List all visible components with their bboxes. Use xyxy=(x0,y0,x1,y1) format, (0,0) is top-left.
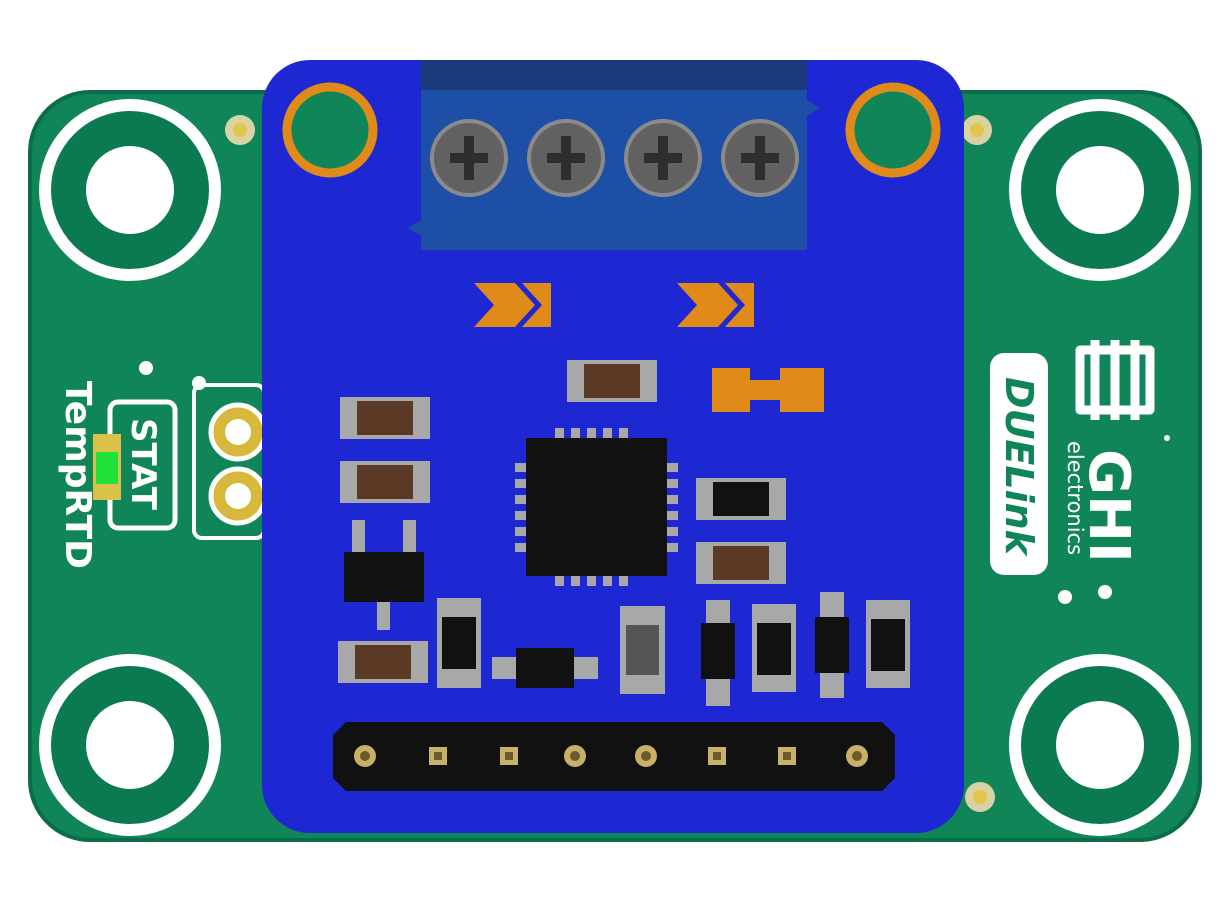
mounting-hole-bottom-right xyxy=(1009,654,1191,836)
silk-dot xyxy=(139,361,153,375)
main-ic-chip xyxy=(515,428,678,586)
screw-terminal xyxy=(430,119,508,197)
ghi-logo-icon xyxy=(1075,340,1155,420)
pin-header-8 xyxy=(333,722,895,791)
capacitor xyxy=(701,600,735,706)
via-top-left xyxy=(225,115,255,145)
solder-jumper-pads xyxy=(712,368,824,412)
screw-terminal xyxy=(624,119,702,197)
jumper-pad xyxy=(474,283,551,327)
silk-dot xyxy=(1098,585,1112,599)
header-pin xyxy=(635,745,657,767)
capacitor xyxy=(437,598,481,688)
header-pin xyxy=(708,747,726,765)
model-label: TempRTD xyxy=(57,381,98,570)
ghi-logo-subtext: electronics xyxy=(1063,440,1087,556)
mounting-hole-top-right xyxy=(1009,99,1191,281)
silk-dot xyxy=(1058,590,1072,604)
via-top-right xyxy=(962,115,992,145)
resistor xyxy=(338,641,428,683)
capacitor xyxy=(866,600,910,688)
mounting-hole-top-left xyxy=(39,99,221,281)
header-pin xyxy=(354,745,376,767)
screw-terminal xyxy=(527,119,605,197)
side-header-pin xyxy=(208,402,268,462)
jumper-pad xyxy=(677,283,754,327)
status-led xyxy=(93,434,121,500)
capacitor xyxy=(752,604,796,692)
header-pin xyxy=(846,745,868,767)
resistor xyxy=(696,542,786,584)
transistor xyxy=(344,520,424,630)
resistor xyxy=(340,397,430,439)
header-pin xyxy=(778,747,796,765)
header-pin xyxy=(564,745,586,767)
ghi-logo-word: GHI xyxy=(1076,449,1141,563)
inductor xyxy=(620,606,665,694)
header-pin xyxy=(500,747,518,765)
resistor xyxy=(696,478,786,520)
resistor xyxy=(340,461,430,503)
resistor xyxy=(567,360,657,402)
diode xyxy=(492,648,598,688)
module-mount-left xyxy=(282,82,378,178)
capacitor xyxy=(815,592,849,698)
screw-terminal xyxy=(721,119,799,197)
module-mount-right xyxy=(845,82,941,178)
side-header-pin xyxy=(208,466,268,526)
duelink-brand-plate xyxy=(990,353,1048,575)
status-label: STAT xyxy=(123,418,163,510)
header-pin xyxy=(429,747,447,765)
silk-dot xyxy=(1164,435,1170,441)
mounting-hole-bottom-left xyxy=(39,654,221,836)
duelink-brand-label: DUELink xyxy=(997,377,1041,555)
via-bottom-right xyxy=(965,782,995,812)
